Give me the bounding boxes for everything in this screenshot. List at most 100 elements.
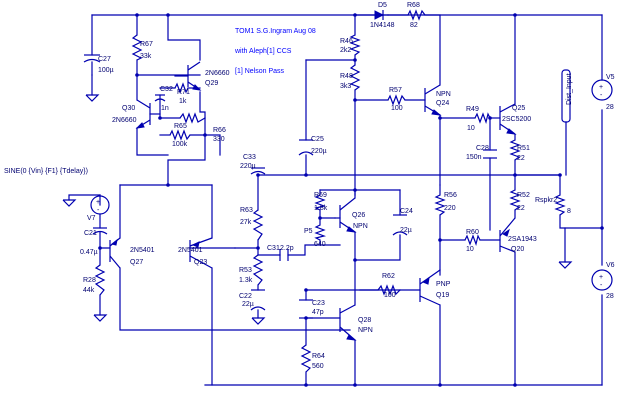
label-components-C27-name: C27: [98, 56, 111, 63]
label-components-C25-name: C25: [311, 136, 324, 143]
resistor-R48: [349, 64, 361, 91]
label-components-R49-name: R49: [466, 106, 479, 113]
label-components-Q19-value: PNP: [436, 281, 451, 288]
capacitor-C24: [392, 214, 408, 236]
label-components-R71-value: 1k: [179, 98, 187, 105]
resistor-R49: [474, 112, 491, 125]
label-components-P5-name: P5: [304, 228, 313, 235]
transistor-Q29: [174, 61, 202, 91]
resistor-R63: [252, 209, 264, 241]
transistor-Q20: [499, 217, 516, 253]
resistor-R66: [179, 112, 206, 124]
diode-D5: [374, 10, 389, 20]
resistor-R52: [509, 189, 521, 211]
transistor-Q25: [499, 103, 517, 135]
label-components-R68-name: R68: [407, 2, 420, 9]
label-components-C31-name: C31: [267, 245, 280, 252]
label-components-C24-value: 22µ: [400, 227, 412, 234]
label-components-R60-name: R60: [466, 229, 479, 236]
svg-text:-: -: [97, 207, 100, 214]
capacitor-C28: [483, 149, 497, 159]
label-components-C28-name: C28: [476, 145, 489, 152]
resistor-R60: [464, 234, 481, 247]
label-components-R69-name: R69: [314, 192, 327, 199]
label-components-Q23-name: Q23: [194, 259, 207, 266]
label-components-R51-name: R51: [517, 145, 530, 152]
label-components-Q28-value: NPN: [358, 327, 373, 334]
svg-text:-: -: [600, 282, 603, 289]
svg-text:+: +: [96, 199, 100, 206]
label-components-Q20-value: 2SA1943: [508, 236, 537, 243]
svg-text:+: +: [599, 84, 603, 91]
label-components-Q26-value: NPN: [353, 223, 368, 230]
label-components-C23-value: 47p: [312, 309, 324, 316]
resistor-R53: [252, 254, 264, 286]
label-components-R48-value: 3k3: [340, 83, 351, 90]
label-components-R66-value: 330: [213, 136, 225, 143]
resistor-Rspkr2: [554, 194, 566, 216]
label-components-Q29-value: 2N6660: [205, 70, 230, 77]
resistor-R64: [300, 344, 312, 373]
label-components-V5-value: 28: [606, 104, 614, 111]
label-components-V6-value: 28: [606, 293, 614, 300]
label-components-R57-name: R57: [389, 87, 402, 94]
label-components-R57-value: 100: [391, 105, 403, 112]
resistor-R71: [174, 82, 189, 94]
resistor-R68: [407, 9, 426, 21]
transistor-Q23: [189, 237, 213, 269]
title-line-3: [1] Nelson Pass: [235, 68, 285, 75]
label-components-V5-name: V5: [606, 74, 615, 81]
junctions: [98, 13, 604, 387]
label-components-C27-value: 100µ: [98, 67, 114, 74]
label-components-R66-name: R66: [213, 127, 226, 134]
label-components-R63-value: 27k: [240, 219, 252, 226]
label-components-R49-value: 10: [467, 125, 475, 132]
label-components-Rspkr2-value: 8: [567, 208, 571, 215]
label-components-D5-name: D5: [378, 2, 387, 9]
label-components-R46-value: 2k2: [340, 47, 351, 54]
label-components-C33-name: C33: [243, 154, 256, 161]
label-components-D5-value: 1N4148: [370, 22, 395, 29]
label-components-R56-name: R56: [444, 192, 457, 199]
label-components-R64-name: R64: [312, 353, 325, 360]
label-components-R65-name: R65: [174, 123, 187, 130]
transistor-Q26: [334, 189, 357, 233]
label-components-Q25-name: Q25: [512, 105, 525, 112]
label-components-Q27-name: Q27: [130, 259, 143, 266]
title-line-1: TOM1 S.G.Ingram Aug 08: [235, 28, 316, 35]
source-expression: SINE(0 {Vin} {F1} {Tdelay}): [4, 168, 88, 175]
label-components-C23-name: C23: [312, 300, 325, 307]
label-components-Q29-name: Q29: [205, 80, 218, 87]
label-components-R60-value: 10: [466, 246, 474, 253]
resistor-R67: [131, 34, 143, 61]
label-components-R28-name: R28: [83, 277, 96, 284]
label-components-C22-value: 22µ: [242, 301, 254, 308]
voltage-source-V6: + -: [591, 269, 613, 291]
voltage-source-V5: + -: [591, 79, 613, 101]
label-components-C25-value: 220µ: [311, 148, 327, 155]
label-components-R53-value: 1.3k: [239, 277, 253, 284]
label-components-R69-value: 1.8k: [314, 205, 328, 212]
label-components-C32-name: C32: [160, 86, 173, 93]
capacitor-C22: [250, 289, 266, 311]
resistor-R28: [94, 264, 106, 296]
label-components-C24-name: C24: [400, 208, 413, 215]
label-components-R63-name: R63: [240, 207, 253, 214]
label-components-Q27-value: 2N5401: [130, 247, 155, 254]
capacitor-C25: [298, 139, 314, 156]
label-components-R64-value: 560: [312, 363, 324, 370]
capacitor-C27: [83, 54, 101, 76]
label-components-R67-value: 33k: [140, 53, 152, 60]
label-components-C28-value: 150n: [466, 154, 482, 161]
label-components-R53-name: R53: [239, 267, 252, 274]
capacitor-C32: [154, 94, 166, 102]
label-components-V7-name: V7: [87, 215, 96, 222]
svg-text:+: +: [599, 274, 603, 281]
title-block: TOM1 S.G.Ingram Aug 08 with Aleph[1] CCS…: [234, 28, 316, 75]
label-components-R71-name: R71: [177, 89, 190, 96]
label-components-R52-name: R52: [517, 192, 530, 199]
probe-label: Dist_Input: [566, 73, 573, 105]
label-components-C21-value: 0.47µ: [80, 249, 98, 256]
voltage-source-V7: + -: [90, 195, 110, 215]
label-components-Q23-value: 2N5401: [178, 247, 203, 254]
